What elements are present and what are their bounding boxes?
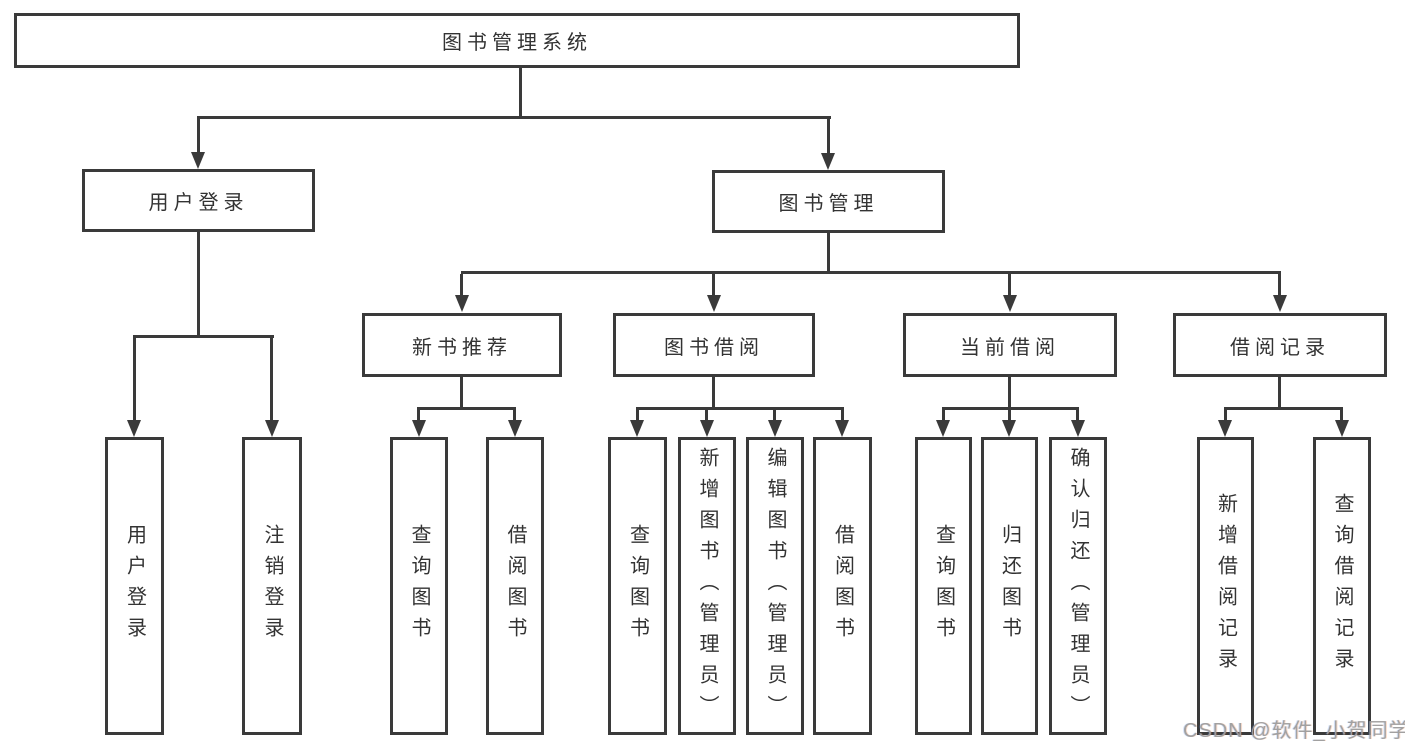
connector-drop-bb-borrow <box>841 410 844 421</box>
connector-root-branch <box>197 116 831 119</box>
connector-drop-leaf-logout <box>270 338 273 421</box>
arrowhead-into-nb-query <box>412 420 426 437</box>
leaf-newbook-query-books: 查询图书 <box>390 437 448 735</box>
csdn-watermark: CSDN @软件_小贺同学 <box>1183 720 1405 742</box>
leaf-current-return-books: 归还图书 <box>981 437 1038 735</box>
arrowhead-into-user-login <box>191 152 205 169</box>
connector-records-branch <box>1224 407 1343 410</box>
connector-drop-cb-query <box>942 410 945 421</box>
connector-drop-nb-borrow <box>513 410 516 421</box>
connector-drop-current-borrowing <box>1008 274 1011 295</box>
arrowhead-into-leaf-user-login <box>127 420 141 437</box>
connector-drop-nb-query <box>417 410 420 421</box>
leaf-current-query-books: 查询图书 <box>915 437 972 735</box>
connector-current-stem <box>1008 377 1011 409</box>
arrowhead-into-nb-borrow <box>508 420 522 437</box>
arrowhead-into-book-borrowing <box>707 295 721 312</box>
node-book-management: 图书管理 <box>712 170 945 233</box>
arrowhead-into-new-book-recommend <box>455 295 469 312</box>
connector-newbook-branch <box>417 407 516 410</box>
connector-userlogin-branch <box>133 335 274 338</box>
connector-drop-book-borrowing <box>712 274 715 295</box>
leaf-borrowing-borrow-books: 借阅图书 <box>813 437 872 735</box>
connector-drop-bb-edit <box>773 410 776 421</box>
connector-drop-cb-confirm <box>1076 410 1079 421</box>
connector-bookmgmt-branch <box>461 271 1281 274</box>
arrowhead-into-leaf-logout <box>265 420 279 437</box>
node-current-borrowing: 当前借阅 <box>903 313 1117 377</box>
leaf-records-add-record: 新增借阅记录 <box>1197 437 1254 735</box>
connector-drop-borrow-records <box>1278 274 1281 295</box>
arrowhead-into-bb-edit <box>768 420 782 437</box>
arrowhead-into-current-borrowing <box>1003 295 1017 312</box>
arrowhead-into-br-add <box>1218 420 1232 437</box>
arrowhead-into-cb-confirm <box>1071 420 1085 437</box>
leaf-current-confirm-return-admin: 确认归还（管理员） <box>1049 437 1107 735</box>
leaf-borrowing-edit-books-admin: 编辑图书（管理员） <box>746 437 804 735</box>
leaf-user-login: 用户登录 <box>105 437 164 735</box>
connector-newbook-stem <box>460 377 463 409</box>
connector-drop-bb-add <box>705 410 708 421</box>
connector-bookmgmt-stem <box>827 233 830 273</box>
arrowhead-into-cb-query <box>936 420 950 437</box>
connector-borrowing-stem <box>712 377 715 409</box>
connector-drop-user-login <box>197 119 200 153</box>
arrowhead-into-br-query <box>1335 420 1349 437</box>
leaf-borrowing-add-books-admin: 新增图书（管理员） <box>678 437 736 735</box>
node-borrow-records: 借阅记录 <box>1173 313 1387 377</box>
connector-drop-book-management <box>827 119 830 154</box>
node-book-borrowing: 图书借阅 <box>613 313 815 377</box>
connector-drop-leaf-user-login <box>133 338 136 421</box>
connector-drop-cb-return <box>1008 410 1011 421</box>
leaf-borrowing-query-books: 查询图书 <box>608 437 667 735</box>
connector-userlogin-stem <box>197 232 200 336</box>
node-new-book-recommend: 新书推荐 <box>362 313 562 377</box>
connector-records-stem <box>1278 377 1281 409</box>
arrowhead-into-bb-query <box>630 420 644 437</box>
arrowhead-into-borrow-records <box>1273 295 1287 312</box>
leaf-logout: 注销登录 <box>242 437 302 735</box>
connector-current-branch <box>942 407 1079 410</box>
connector-drop-bb-query <box>636 410 639 421</box>
arrowhead-into-bb-add <box>700 420 714 437</box>
connector-root-stem <box>519 68 522 119</box>
connector-borrowing-branch <box>636 407 844 410</box>
node-root-system: 图书管理系统 <box>14 13 1020 68</box>
arrowhead-into-book-management <box>821 153 835 170</box>
node-user-login: 用户登录 <box>82 169 315 232</box>
leaf-records-query-record: 查询借阅记录 <box>1313 437 1371 735</box>
connector-drop-br-query <box>1340 410 1343 421</box>
leaf-newbook-borrow-books: 借阅图书 <box>486 437 544 735</box>
connector-drop-new-book-recommend <box>460 274 463 295</box>
arrowhead-into-cb-return <box>1002 420 1016 437</box>
arrowhead-into-bb-borrow <box>835 420 849 437</box>
connector-drop-br-add <box>1224 410 1227 421</box>
